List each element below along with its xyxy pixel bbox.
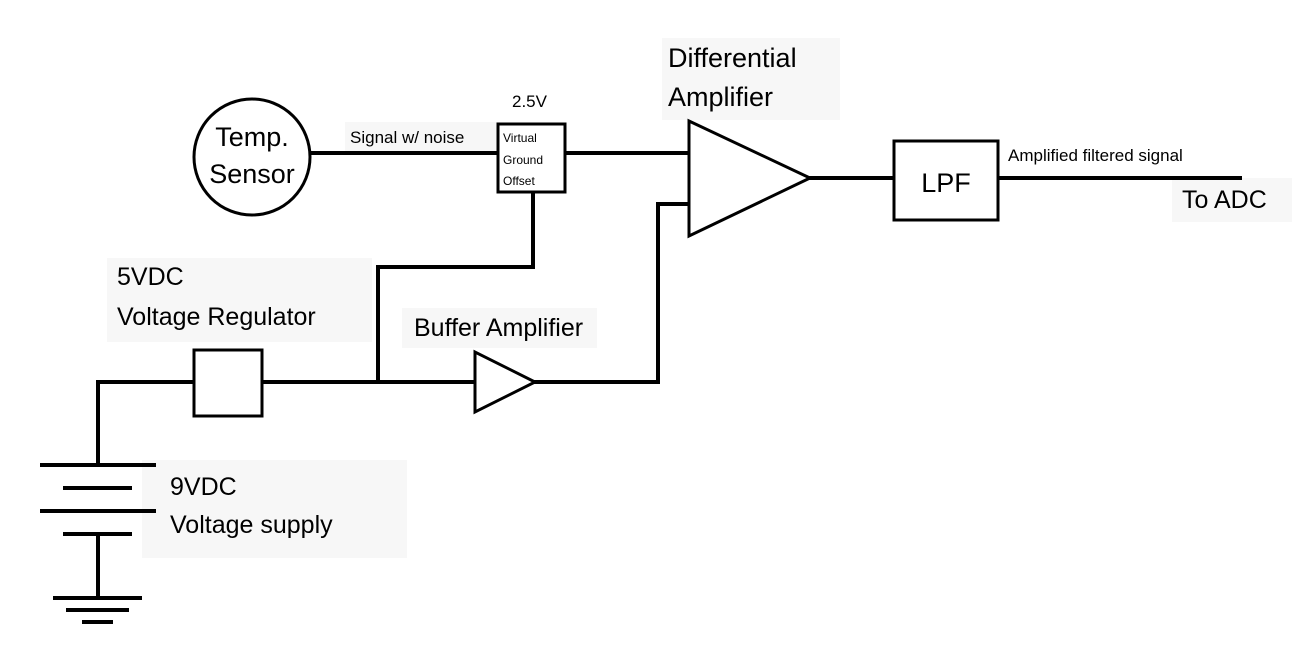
buffer-amp-label: Buffer Amplifier [414, 314, 583, 342]
regulator-label-line2: Voltage Regulator [117, 303, 316, 331]
signal-noise-label-panel [345, 122, 500, 152]
lpf-label: LPF [921, 168, 971, 198]
sensor-label-line1: Temp. [215, 122, 289, 152]
regulator-label-line1: 5VDC [117, 263, 184, 291]
battery-symbol [40, 463, 156, 600]
supply-label-panel [142, 460, 407, 558]
buffer-label-panel [402, 308, 597, 348]
regulator-label-panel [107, 258, 372, 342]
supply-label-line2: Voltage supply [170, 511, 333, 539]
virtual-ground-offset-block [496, 122, 567, 194]
diff-amp-label-line2: Amplifier [668, 82, 773, 112]
to-adc-label-panel [1172, 178, 1292, 222]
signal-noise-label: Signal w/ noise [350, 128, 464, 147]
differential-amplifier-symbol [687, 118, 814, 239]
diff-amp-label-line1: Differential [668, 43, 797, 73]
supply-label-line1: 9VDC [170, 473, 237, 501]
sensor-label-line2: Sensor [209, 159, 295, 189]
diff-amp-label-panel [662, 38, 840, 120]
to-adc-label: To ADC [1182, 186, 1267, 214]
voltage-regulator-block [192, 348, 264, 418]
buffer-amplifier-symbol [473, 349, 539, 415]
ground-symbol [53, 596, 142, 624]
lpf-block [892, 139, 1000, 222]
vg-label-line1: Virtual [503, 131, 537, 145]
vg-voltage-label: 2.5V [512, 92, 548, 111]
wires [96, 151, 1242, 467]
vg-label-line2: Ground [503, 153, 543, 167]
vg-label-line3: Offset [503, 174, 535, 188]
output-signal-label: Amplified filtered signal [1008, 146, 1183, 165]
temp-sensor-circle [192, 97, 312, 217]
